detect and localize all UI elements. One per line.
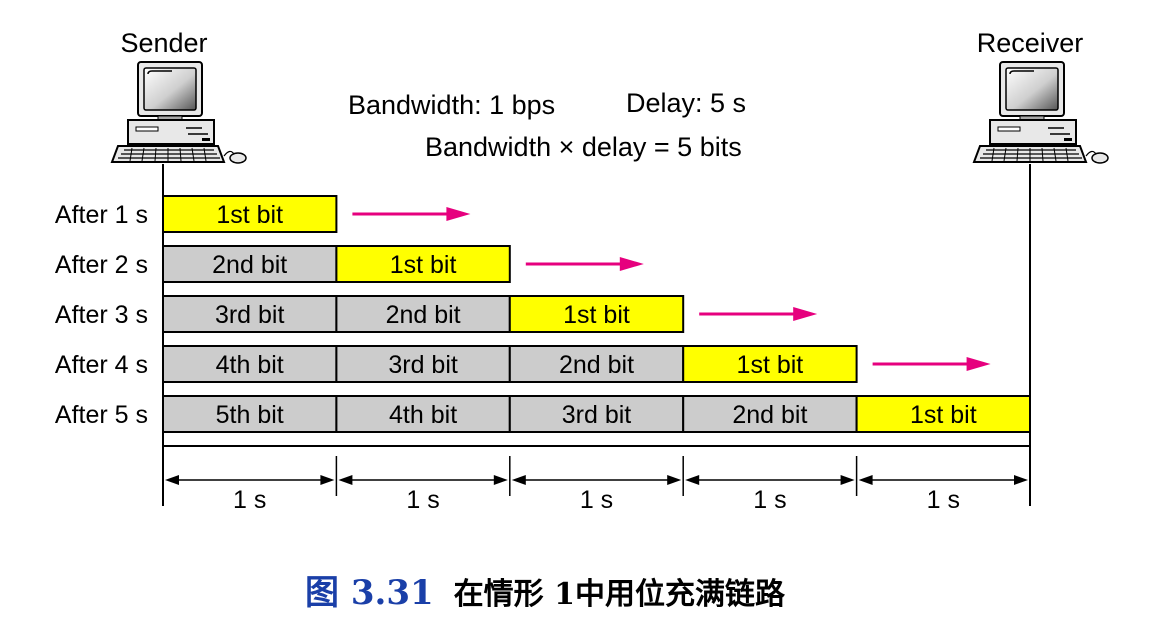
bit-cell — [162, 245, 338, 283]
bandwidth-delay-product-text: Bandwidth × delay = 5 bits — [425, 132, 742, 162]
bit-cell — [855, 395, 1031, 433]
interval-label: 1 s — [927, 486, 960, 514]
bit-label: 2nd bit — [559, 351, 634, 379]
bit-cell — [162, 345, 338, 383]
row-label-4: After 4 s — [55, 351, 148, 379]
bit-label: 3rd bit — [215, 301, 285, 329]
interval-arrowhead-right — [493, 475, 508, 485]
interval-arrowhead-right — [320, 475, 335, 485]
bit-cell — [162, 295, 338, 333]
propagation-arrow-head — [793, 307, 818, 321]
sender-computer-icon — [111, 61, 247, 164]
bit-cell — [162, 195, 338, 233]
interval-arrowhead-left — [165, 475, 179, 485]
bit-label: 4th bit — [389, 401, 457, 429]
bit-cell — [335, 395, 511, 433]
figure-number: 图 3.31 — [305, 573, 434, 613]
interval-label: 1 s — [233, 486, 266, 514]
bit-cell — [162, 395, 338, 433]
bit-label: 5th bit — [216, 401, 284, 429]
row-label-2: After 2 s — [55, 251, 148, 279]
row-label-3: After 3 s — [55, 301, 148, 329]
interval-arrowhead-right — [840, 475, 855, 485]
bit-label: 1st bit — [563, 301, 630, 329]
bit-label: 1st bit — [390, 251, 457, 279]
row-label-1: After 1 s — [55, 201, 148, 229]
bit-cell — [335, 245, 511, 283]
receiver-label: Receiver — [977, 28, 1084, 58]
interval-arrowhead-left — [685, 475, 700, 485]
receiver-computer-icon — [973, 61, 1109, 164]
bit-cell — [508, 345, 685, 383]
bit-label: 1st bit — [910, 401, 977, 429]
bit-label: 1st bit — [737, 351, 804, 379]
interval-arrowhead-left — [338, 475, 353, 485]
row-label-5: After 5 s — [55, 401, 148, 429]
interval-arrowhead-right — [667, 475, 682, 485]
propagation-arrow-head — [966, 357, 991, 371]
delay-text: Delay: 5 s — [626, 88, 746, 118]
bit-label: 2nd bit — [212, 251, 287, 279]
bit-label: 3rd bit — [562, 401, 632, 429]
bit-label: 3rd bit — [388, 351, 458, 379]
bit-cell — [508, 395, 685, 433]
bit-label: 1st bit — [216, 201, 283, 229]
bit-label: 2nd bit — [732, 401, 807, 429]
interval-arrowhead-left — [858, 475, 873, 485]
bit-label: 2nd bit — [386, 301, 461, 329]
interval-arrowhead-right — [1014, 475, 1028, 485]
figure-title: 在情形 1中用位充满链路 — [454, 577, 786, 612]
propagation-arrow-head — [619, 257, 644, 271]
interval-label: 1 s — [406, 486, 439, 514]
figure-caption: 图 3.31 在情形 1中用位充满链路 — [305, 573, 786, 613]
bit-cell — [682, 345, 858, 383]
propagation-arrow-head — [446, 207, 471, 221]
interval-label: 1 s — [580, 486, 613, 514]
bit-cell — [508, 295, 685, 333]
bit-label: 4th bit — [216, 351, 284, 379]
bit-cell — [682, 395, 858, 433]
interval-label: 1 s — [753, 486, 786, 514]
bandwidth-text: Bandwidth: 1 bps — [348, 90, 555, 120]
interval-arrowhead-left — [511, 475, 526, 485]
sender-label: Sender — [120, 28, 207, 58]
